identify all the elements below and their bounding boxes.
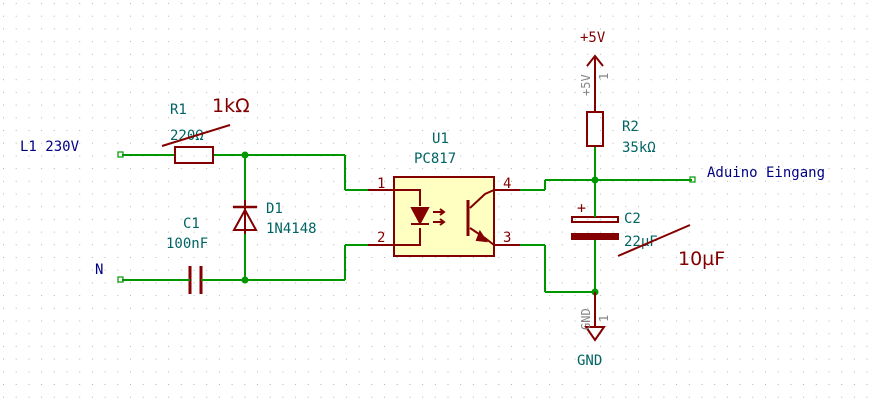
u1-pin4-number: 4: [503, 176, 511, 192]
resistor-r1-body: [174, 146, 214, 164]
c2-strike-line: [617, 224, 691, 257]
terminal-l1: [117, 151, 124, 158]
junction-dot: [241, 276, 249, 284]
gnd-pin-number: 1: [597, 315, 611, 322]
d1-reference: D1: [266, 201, 283, 217]
terminal-arduino: [689, 176, 696, 183]
wires: [122, 145, 692, 293]
net-label-l1: L1 230V: [20, 139, 80, 155]
net-label-n: N: [95, 262, 103, 278]
power-label-vcc: +5V: [580, 30, 606, 46]
optocoupler-transistor-icon: [466, 189, 495, 246]
u1-pin1-number: 1: [377, 176, 385, 192]
c2-correction: 10µF: [678, 248, 725, 270]
c2-reference: C2: [624, 211, 641, 227]
u1-pin2-number: 2: [377, 230, 385, 246]
c2-polarity: +: [577, 199, 586, 217]
vcc-pin-name: +5V: [579, 74, 593, 96]
power-label-gnd: GND: [577, 353, 602, 369]
u1-reference: U1: [432, 131, 449, 147]
r2-reference: R2: [622, 119, 639, 135]
capacitor-c2: [571, 205, 619, 240]
c2-value: 22µF: [624, 234, 658, 250]
r2-value: 35kΩ: [622, 140, 656, 156]
ground-icon: [584, 292, 606, 342]
net-label-arduino: Aduino Eingang: [707, 165, 825, 181]
gnd-pin-name: GND: [579, 308, 593, 330]
u1-pin3-number: 3: [503, 230, 511, 246]
capacitor-c2-plate-positive: [571, 216, 619, 223]
resistor-r1: [174, 146, 214, 164]
optocoupler-u1: [368, 176, 520, 257]
c1-value: 100nF: [166, 236, 208, 252]
terminal-n: [117, 276, 124, 283]
r1-strike-line: [161, 124, 231, 147]
wire-terminals: [117, 151, 696, 283]
capacitor-c1: [188, 266, 203, 294]
diode-d1: [232, 200, 258, 234]
optocoupler-led-icon: [394, 189, 446, 246]
vcc-arrow-icon: [586, 54, 604, 82]
capacitor-c2-plate-negative: [571, 233, 619, 240]
junction-dot: [591, 176, 599, 184]
u1-value: PC817: [414, 151, 456, 167]
resistor-r2: [586, 80, 604, 147]
d1-value: 1N4148: [266, 221, 317, 237]
optocoupler-u1-pin-stubs: [368, 189, 520, 246]
junction-dot: [241, 151, 249, 159]
junctions: [241, 151, 599, 296]
r1-correction: 1kΩ: [212, 95, 250, 117]
vcc-pin-number: 1: [597, 73, 611, 80]
r1-reference: R1: [170, 102, 187, 118]
c1-reference: C1: [183, 216, 200, 232]
resistor-r2-body: [586, 111, 604, 147]
